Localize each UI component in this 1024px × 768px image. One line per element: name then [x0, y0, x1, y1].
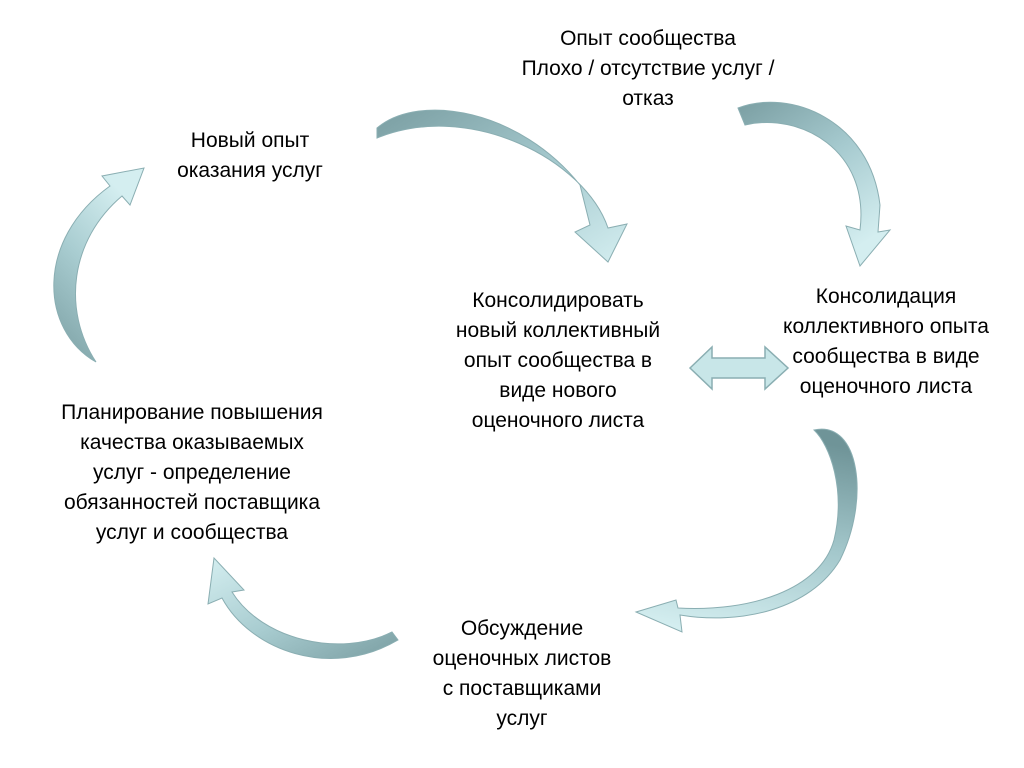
node-planning: Планирование повышения качества оказывае…	[18, 398, 366, 548]
node-line: Консолидация	[815, 285, 957, 308]
node-line: Плохо / отсутствие услуг /	[521, 57, 775, 80]
node-line: коллективного опыта	[783, 315, 989, 338]
node-line: опыт сообщества в	[463, 349, 653, 372]
node-line: Опыт сообщества	[560, 27, 736, 50]
node-line: Планирование повышения	[61, 401, 323, 424]
node-new-service-experience: Новый опыт оказания услуг	[130, 126, 370, 186]
node-line: обязанностей поставщика	[63, 491, 321, 514]
node-consolidate-new: Консолидировать новый коллективный опыт …	[408, 286, 708, 436]
node-line: Консолидировать	[472, 289, 644, 312]
node-line: услуг	[496, 707, 548, 730]
curved-arrow-to-planning	[207, 556, 399, 659]
node-line: услуг - определение	[93, 461, 291, 484]
node-line: сообщества в виде	[792, 345, 980, 368]
double-arrow	[688, 345, 790, 391]
node-line: оценочного листа	[799, 375, 973, 398]
node-line: новый коллективный	[455, 319, 661, 342]
node-consolidation: Консолидация коллективного опыта сообщес…	[752, 282, 1020, 402]
node-line: Новый опыт	[190, 129, 310, 152]
node-community-experience: Опыт сообщества Плохо / отсутствие услуг…	[468, 24, 828, 114]
node-line: оценочных листов	[432, 647, 612, 670]
curved-arrow-to-consolidation	[737, 101, 892, 267]
curved-arrow-to-discussion	[634, 428, 858, 633]
node-line: виде нового	[499, 379, 617, 402]
node-line: с поставщиками	[442, 677, 602, 700]
node-line: оценочного листа	[471, 409, 645, 432]
node-line: качества оказываемых	[80, 431, 304, 454]
curved-arrow-to-consolidate	[376, 109, 628, 263]
node-line: отказ	[622, 87, 674, 110]
node-line: Обсуждение	[460, 617, 584, 640]
curved-arrow-to-new-experience	[53, 167, 145, 363]
node-line: услуг и сообщества	[95, 521, 289, 544]
node-discussion: Обсуждение оценочных листов с поставщика…	[398, 614, 646, 734]
node-line: оказания услуг	[177, 159, 323, 182]
